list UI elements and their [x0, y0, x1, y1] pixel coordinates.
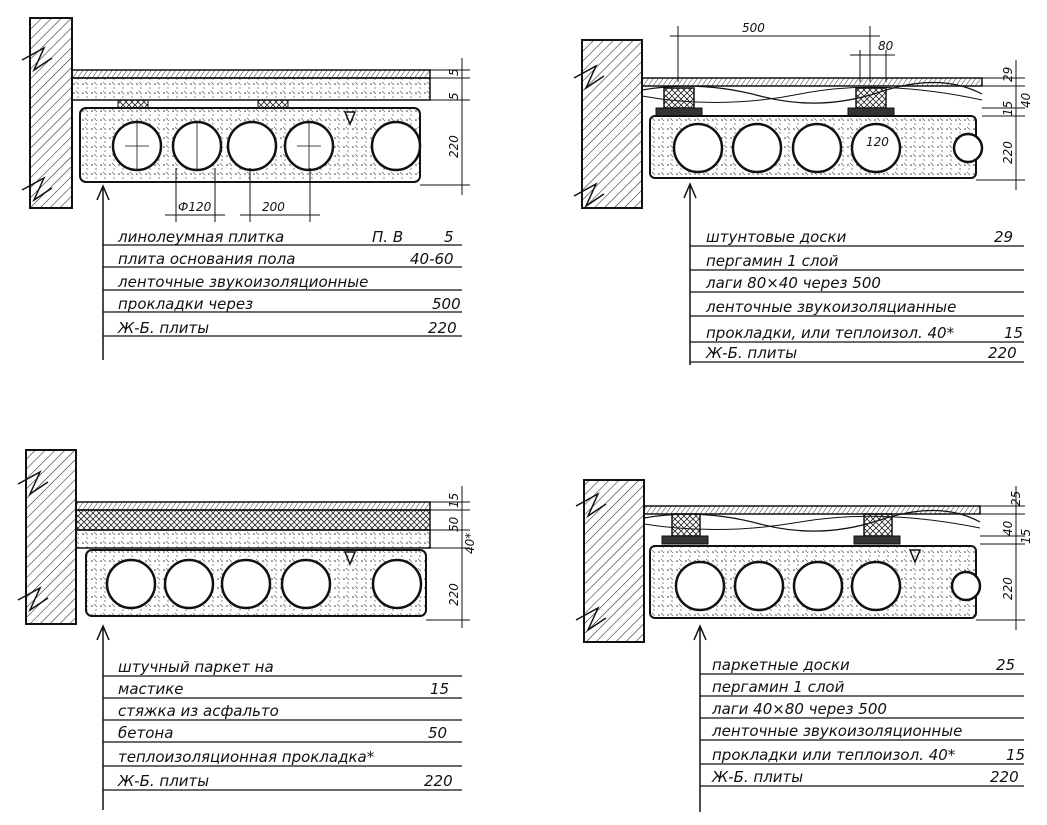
legend-code: П. В — [372, 228, 403, 246]
side-dim: 5 — [447, 92, 461, 100]
joist — [863, 513, 893, 537]
legend-text: паркетные доски — [712, 656, 850, 674]
legend-value: 5 — [444, 228, 454, 246]
legend-text: бетона — [118, 724, 173, 742]
side-dim: 29 — [1001, 67, 1015, 82]
legend-text: Ж-Б. плиты — [117, 319, 209, 337]
slab-voids — [105, 558, 423, 610]
legend-text: мастике — [118, 680, 184, 698]
legend-text: плита основания пола — [118, 250, 295, 268]
pergamin-layer — [643, 509, 981, 532]
wall — [581, 39, 643, 209]
pergamin-layer — [641, 81, 983, 104]
panel-parquet-boards: 25 40 15 220 паркетные доски 25 пергамин… — [575, 479, 1033, 812]
legend-text: ленточные звукоизоляционные — [711, 722, 962, 740]
leader-arrow — [683, 182, 697, 365]
legend-text: Ж-Б. плиты — [711, 768, 803, 786]
legend-text: ленточные звукоизоляционные — [117, 273, 368, 291]
dim-spacing: 200 — [262, 200, 285, 214]
legend-value: 500 — [432, 295, 461, 313]
leader-arrow — [96, 624, 110, 810]
legend-text: прокладки, или теплоизол. 40* — [706, 324, 955, 342]
board-layer — [643, 505, 981, 515]
sound-strip — [853, 535, 901, 545]
dim-joist-spacing: 500 — [742, 21, 765, 35]
dim-joist-width: 80 — [878, 39, 894, 53]
legend-text: теплоизоляционная прокладка* — [118, 748, 375, 766]
leader-arrow — [693, 624, 707, 812]
side-dim: 25 — [1009, 491, 1023, 506]
legend-parquet-boards: паркетные доски 25 пергамин 1 слой лаги … — [700, 656, 1025, 787]
slab-voids — [672, 122, 984, 174]
legend-text: лаги 80×40 через 500 — [705, 274, 881, 292]
legend-value: 15 — [1006, 746, 1025, 764]
legend-text: ленточные звукоизоляцианные — [705, 298, 956, 316]
plank-layer — [641, 77, 983, 87]
leader-arrow — [96, 184, 110, 360]
wall — [29, 17, 73, 209]
side-dim: 220 — [447, 583, 461, 606]
side-dim: 40 — [1019, 92, 1033, 108]
legend-text: линолеумная плитка — [117, 228, 284, 246]
side-dim: 220 — [1001, 141, 1015, 164]
legend-text: прокладки через — [118, 295, 253, 313]
legend-linoleum: линолеумная плитка П. В 5 плита основани… — [103, 228, 462, 337]
legend-text: пергамин 1 слой — [712, 678, 845, 696]
sound-strip — [661, 535, 709, 545]
svg-text:линолеумная плитка: линолеумная плитка — [117, 228, 284, 246]
side-dim: 220 — [1001, 577, 1015, 600]
legend-value: 220 — [424, 772, 453, 790]
legend-value: 220 — [990, 768, 1019, 786]
joist — [855, 87, 887, 109]
legend-parquet: штучный паркет на мастике 15 стяжка из а… — [103, 658, 462, 791]
dim-void: 120 — [866, 135, 889, 149]
side-dim: 15 — [1019, 529, 1033, 544]
legend-value: 220 — [428, 319, 457, 337]
slab-voids — [674, 560, 982, 612]
sound-strip — [847, 107, 895, 117]
sound-strip — [655, 107, 703, 117]
panel-parquet: 15 50 40* 220 штучный паркет на мастике … — [17, 449, 477, 810]
dim-diameter: Ф120 — [178, 200, 212, 214]
sound-strip — [257, 99, 289, 109]
joist — [671, 513, 701, 537]
legend-text: лаги 40×80 через 500 — [711, 700, 887, 718]
side-dim: 40* — [463, 533, 477, 554]
side-dim: 15 — [1001, 101, 1015, 116]
legend-value: 25 — [996, 656, 1015, 674]
legend-value: 29 — [994, 228, 1013, 246]
legend-text: пергамин 1 слой — [706, 252, 839, 270]
wall — [25, 449, 77, 625]
legend-value: 50 — [428, 724, 447, 742]
legend-plank: штунтовые доски 29 пергамин 1 слой лаги … — [690, 228, 1024, 363]
legend-text: Ж-Б. плиты — [705, 344, 797, 362]
legend-text: прокладки или теплоизол. 40* — [712, 746, 956, 764]
legend-text: Ж-Б. плиты — [117, 772, 209, 790]
side-dim: 5 — [447, 68, 461, 76]
panel-plank: 500 80 120 29 40 15 220 штунтовые доски … — [573, 21, 1033, 365]
side-dim: 50 — [447, 516, 461, 532]
legend-text: штучный паркет на — [118, 658, 274, 676]
slab-voids — [111, 120, 422, 172]
legend-value: 15 — [430, 680, 449, 698]
insulation-layer — [75, 529, 431, 549]
side-dim: 15 — [447, 493, 461, 508]
linoleum-layer — [71, 69, 431, 79]
sound-strip — [117, 99, 149, 109]
side-dim: 40 — [1001, 520, 1015, 536]
panel-linoleum: Ф120 200 5 5 220 линолеумная плитка П. В… — [21, 17, 470, 360]
parquet-layer — [75, 501, 431, 511]
base-plate-layer — [71, 77, 431, 101]
legend-value: 220 — [988, 344, 1017, 362]
legend-value: 40-60 — [410, 250, 454, 268]
legend-value: 15 — [1004, 324, 1023, 342]
legend-text: стяжка из асфальто — [118, 702, 279, 720]
joist — [663, 87, 695, 109]
side-dim: 220 — [447, 135, 461, 158]
legend-text: штунтовые доски — [706, 228, 847, 246]
asphalt-screed-layer — [75, 509, 431, 531]
